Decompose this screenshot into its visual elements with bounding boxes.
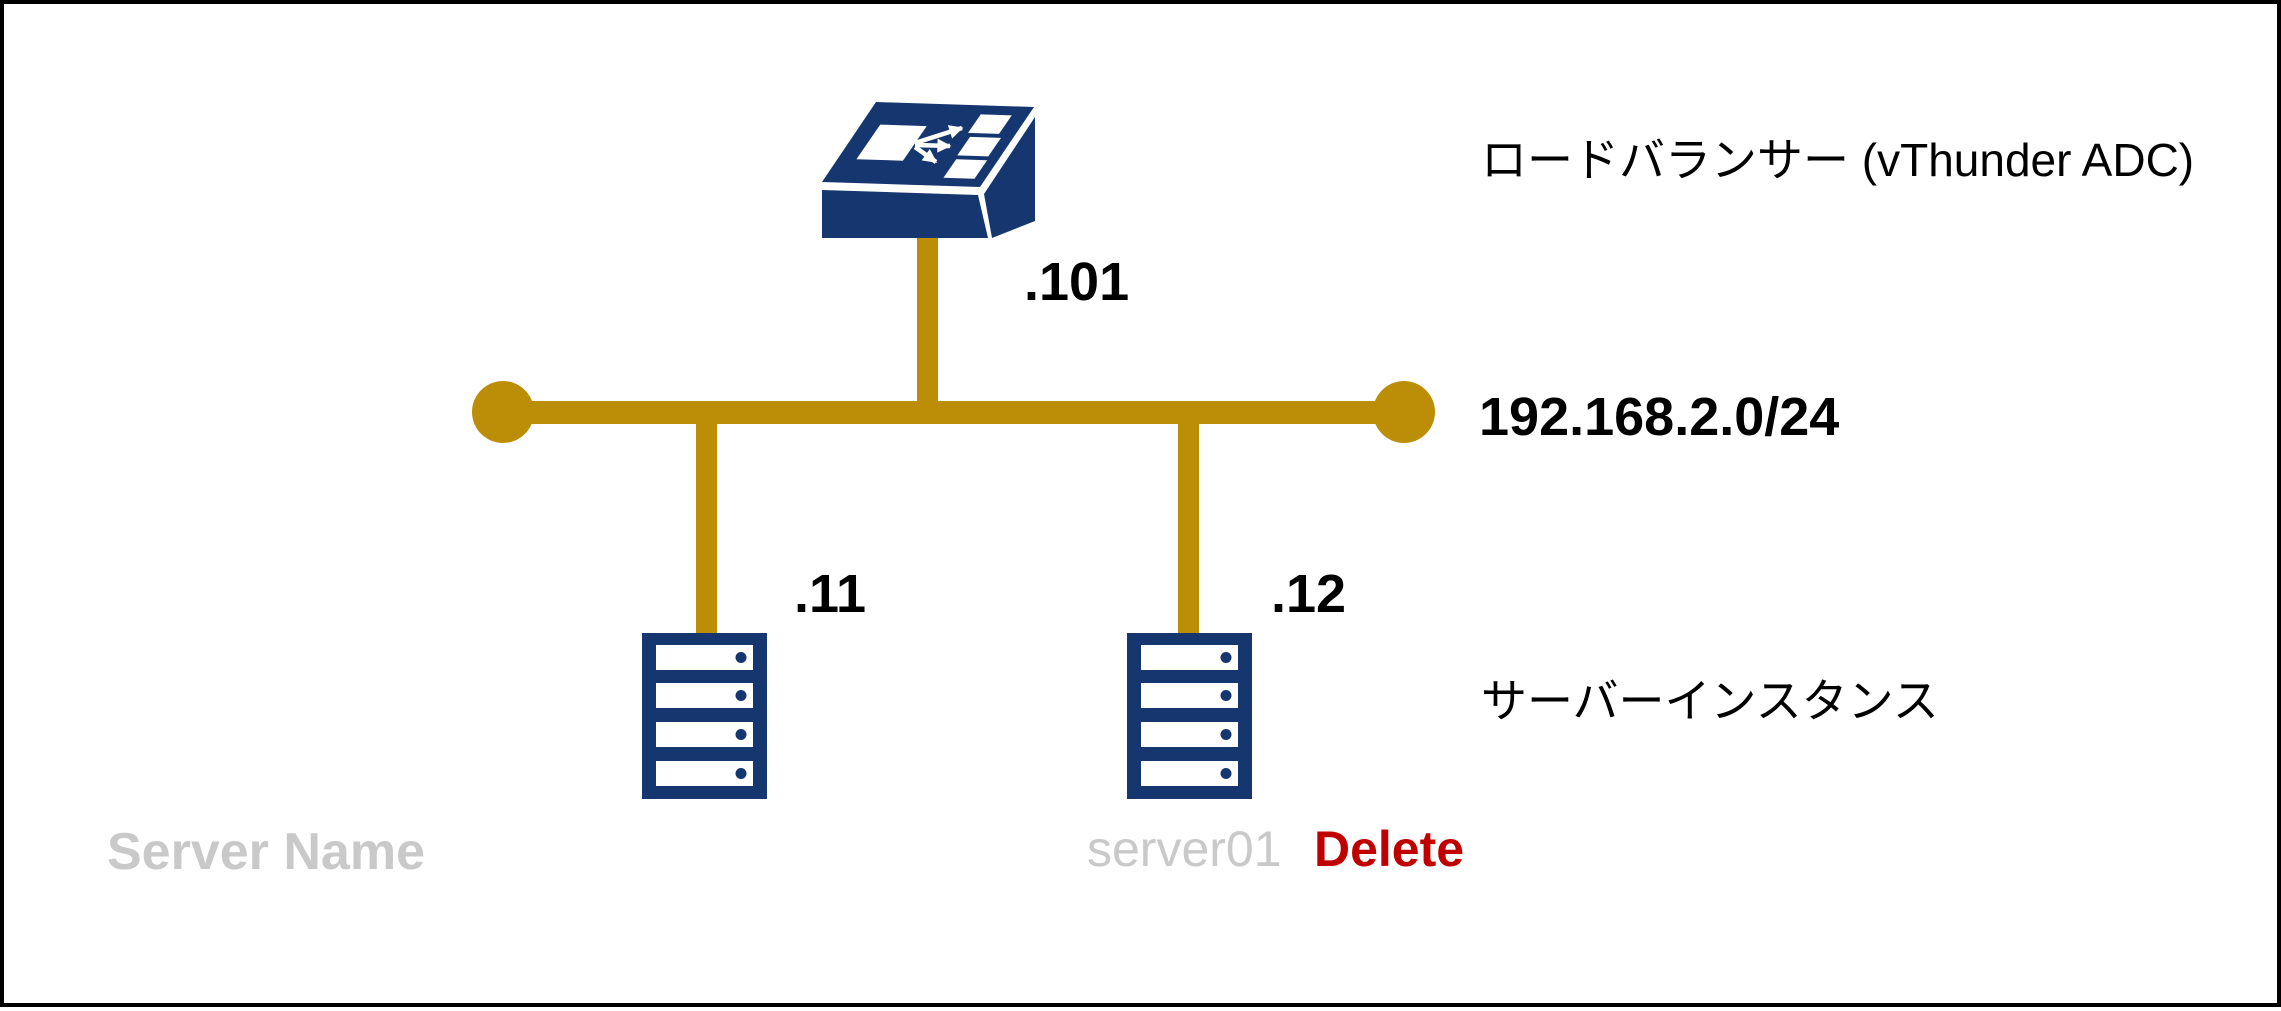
server1-icon <box>642 633 767 799</box>
server1-link-line <box>696 412 717 633</box>
server-name-column-header: Server Name <box>107 823 425 881</box>
network-bus <box>472 236 1435 633</box>
lb-interface-ip-label: .101 <box>1024 252 1129 312</box>
server-instances-label: サーバーインスタンス <box>1481 675 1939 727</box>
load-balancer-icon <box>822 102 1035 238</box>
bus-right-endpoint <box>1373 381 1435 443</box>
server2-icon <box>1127 633 1252 799</box>
server2-link-line <box>1178 412 1199 633</box>
server-name-value: server01 <box>1087 821 1282 877</box>
lb-uplink-line <box>917 236 938 414</box>
server2-ip-label: .12 <box>1271 564 1346 624</box>
fanout-arrows-icon <box>913 125 964 164</box>
network-topology-diagram: ロードバランサー (vThunder ADC) .101 192.168.2.0… <box>107 102 2194 881</box>
bus-left-endpoint <box>472 381 534 443</box>
load-balancer-label: ロードバランサー (vThunder ADC) <box>1481 134 2194 186</box>
delete-link[interactable]: Delete <box>1314 821 1464 877</box>
subnet-label: 192.168.2.0/24 <box>1479 387 1839 447</box>
bus-line <box>503 401 1404 424</box>
server1-ip-label: .11 <box>794 564 866 624</box>
